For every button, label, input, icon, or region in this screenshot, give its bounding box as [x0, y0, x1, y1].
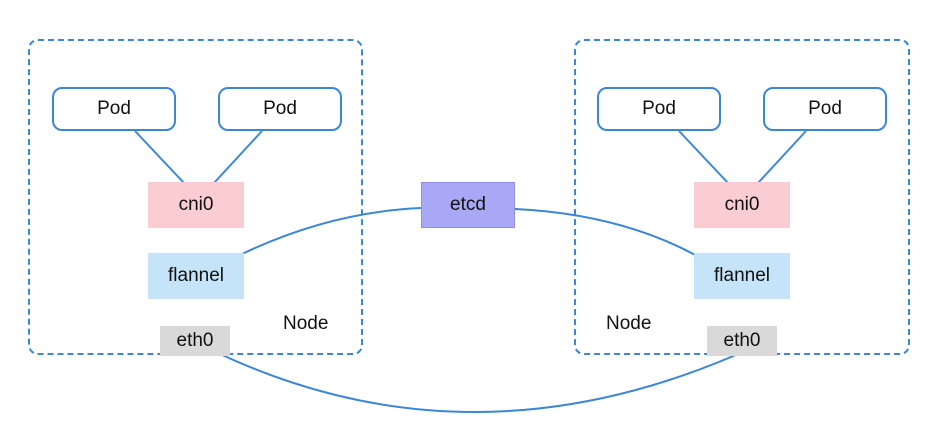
etcd-to-flannel-curve	[514, 208, 698, 257]
pod-to-cni-line	[213, 130, 263, 184]
flannel-agent: flannel	[148, 253, 244, 299]
eth0-link-curve	[219, 353, 739, 413]
cni0-bridge: cni0	[694, 182, 790, 228]
pod-box: Pod	[597, 87, 721, 131]
flannel-to-etcd-curve	[241, 207, 422, 255]
pod-box: Pod	[763, 87, 887, 131]
etcd-store: etcd	[421, 182, 515, 228]
flannel-agent: flannel	[694, 253, 790, 299]
pod-to-cni-line	[757, 130, 807, 184]
eth0-interface: eth0	[160, 326, 230, 356]
pod-box: Pod	[218, 87, 342, 131]
pod-box: Pod	[52, 87, 176, 131]
node-label: Node	[283, 313, 329, 334]
pod-to-cni-line	[134, 130, 185, 184]
node-label: Node	[606, 313, 652, 334]
cni0-bridge: cni0	[148, 182, 244, 228]
eth0-interface: eth0	[707, 326, 777, 356]
pod-to-cni-line	[678, 130, 729, 184]
